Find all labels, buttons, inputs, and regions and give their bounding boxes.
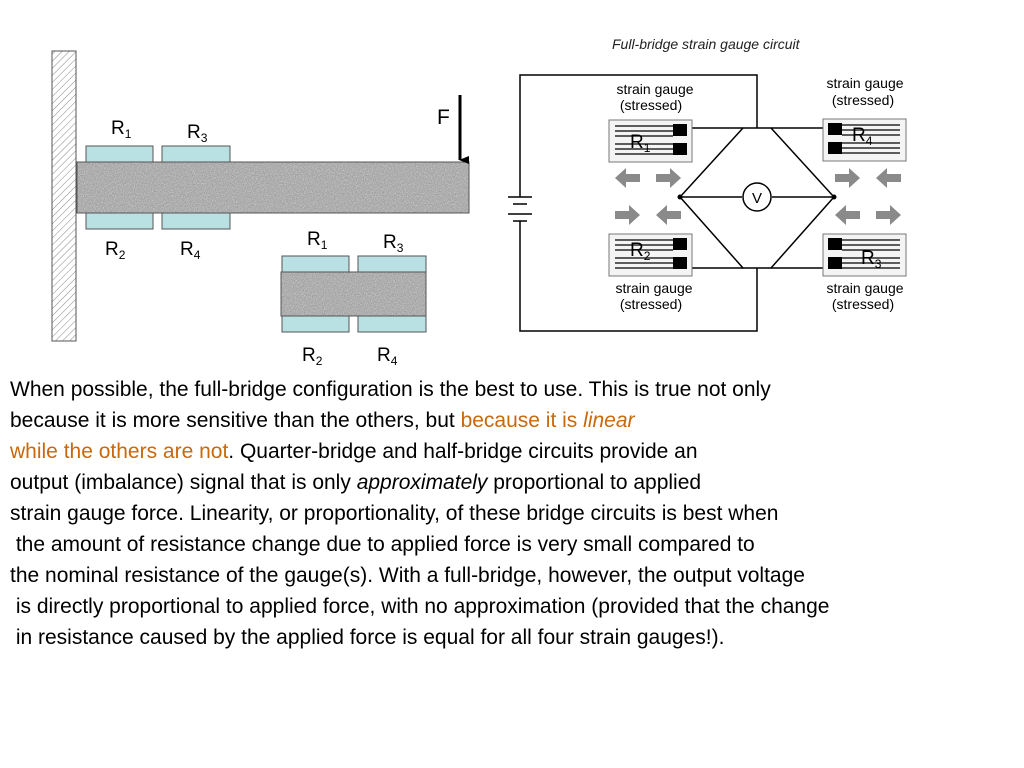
section-label-r3: R3 — [383, 232, 404, 255]
paragraph-line: while the others are not. Quarter-bridge… — [10, 440, 698, 463]
beam-section-diagram: R1 R3 R2 R4 — [280, 229, 427, 368]
label-r3-top: R3 — [187, 122, 208, 145]
gauge-r4-caption-2: (stressed) — [832, 92, 894, 108]
bridge-circuit-diagram: Full-bridge strain gauge circuit — [508, 36, 907, 332]
label-r4-bottom: R4 — [180, 239, 201, 262]
strain-gauge-r2: R2 strain gauge (stressed) — [608, 233, 693, 312]
arrow-right-icon — [876, 205, 901, 225]
paragraph-line: the nominal resistance of the gauge(s). … — [10, 564, 805, 587]
arrow-left-icon — [876, 168, 901, 188]
section-label-r2: R2 — [302, 345, 323, 368]
gauge-r2-bottom — [85, 212, 154, 230]
label-r2-bottom: R2 — [105, 239, 126, 262]
arrow-right-icon — [835, 168, 860, 188]
svg-text:R4: R4 — [852, 125, 873, 148]
section-label-r4: R4 — [377, 345, 398, 368]
cantilever-beam-diagram: R1 R3 R2 R4 F — [51, 50, 470, 342]
voltmeter-label: V — [752, 190, 762, 207]
svg-text:R3: R3 — [861, 248, 882, 271]
paragraph-line: is directly proportional to applied forc… — [10, 595, 830, 618]
arrow-left-icon — [835, 205, 860, 225]
wall-support — [51, 50, 77, 342]
svg-text:R1: R1 — [630, 132, 651, 155]
svg-text:R2: R2 — [630, 240, 651, 263]
section-gauge-r3 — [357, 255, 427, 273]
gauge-r3-caption-2: (stressed) — [832, 296, 894, 312]
gauge-r1-top — [85, 145, 154, 163]
emphasis-text: approximately — [356, 471, 488, 494]
junction-left — [677, 194, 683, 200]
strain-gauge-r4: R4 strain gauge (stressed) — [822, 75, 907, 162]
gauge-r3-caption-1: strain gauge — [826, 280, 903, 296]
beam — [76, 161, 470, 214]
paragraph-line: in resistance caused by the applied forc… — [10, 626, 725, 649]
section-label-r1: R1 — [307, 229, 328, 252]
gauge-r2-caption-2: (stressed) — [620, 296, 682, 312]
section-gauge-r1 — [281, 255, 350, 273]
arrow-left-icon — [615, 168, 640, 188]
section-gauge-r4 — [357, 315, 427, 333]
battery-icon — [508, 196, 532, 222]
force-label: F — [437, 106, 450, 129]
circuit-title: Full-bridge strain gauge circuit — [612, 36, 801, 52]
paragraph-line: When possible, the full-bridge configura… — [10, 378, 771, 401]
explanation-paragraph: When possible, the full-bridge configura… — [10, 374, 1022, 653]
gauge-r4-bottom — [161, 212, 231, 230]
junction-right — [831, 194, 837, 200]
paragraph-line: because it is more sensitive than the ot… — [10, 409, 635, 432]
paragraph-line: the amount of resistance change due to a… — [10, 533, 755, 556]
strain-gauge-r1: R1 strain gauge (stressed) — [608, 81, 694, 163]
gauge-r1-caption-2: (stressed) — [620, 97, 682, 113]
gauge-r1-caption-1: strain gauge — [616, 81, 693, 97]
section-gauge-r2 — [281, 315, 350, 333]
arrow-right-icon — [656, 168, 681, 188]
section-beam — [280, 271, 427, 317]
highlight-text: linear — [583, 409, 635, 432]
arrow-right-icon — [615, 205, 640, 225]
gauge-r2-caption-1: strain gauge — [615, 280, 692, 296]
strain-gauge-r3: R3 strain gauge (stressed) — [822, 233, 907, 312]
label-r1-top: R1 — [111, 118, 132, 141]
stress-arrows — [615, 168, 901, 225]
paragraph-line: output (imbalance) signal that is only a… — [10, 471, 702, 494]
circuit-wires — [519, 74, 835, 332]
highlight-text: while the others are not — [10, 440, 229, 463]
voltmeter-icon: V — [742, 182, 772, 212]
highlight-text: because it is — [460, 409, 584, 432]
arrow-left-icon — [656, 205, 681, 225]
paragraph-line: strain gauge force. Linearity, or propor… — [10, 502, 779, 525]
gauge-r3-top — [161, 145, 231, 163]
gauge-r4-caption-1: strain gauge — [826, 75, 903, 91]
